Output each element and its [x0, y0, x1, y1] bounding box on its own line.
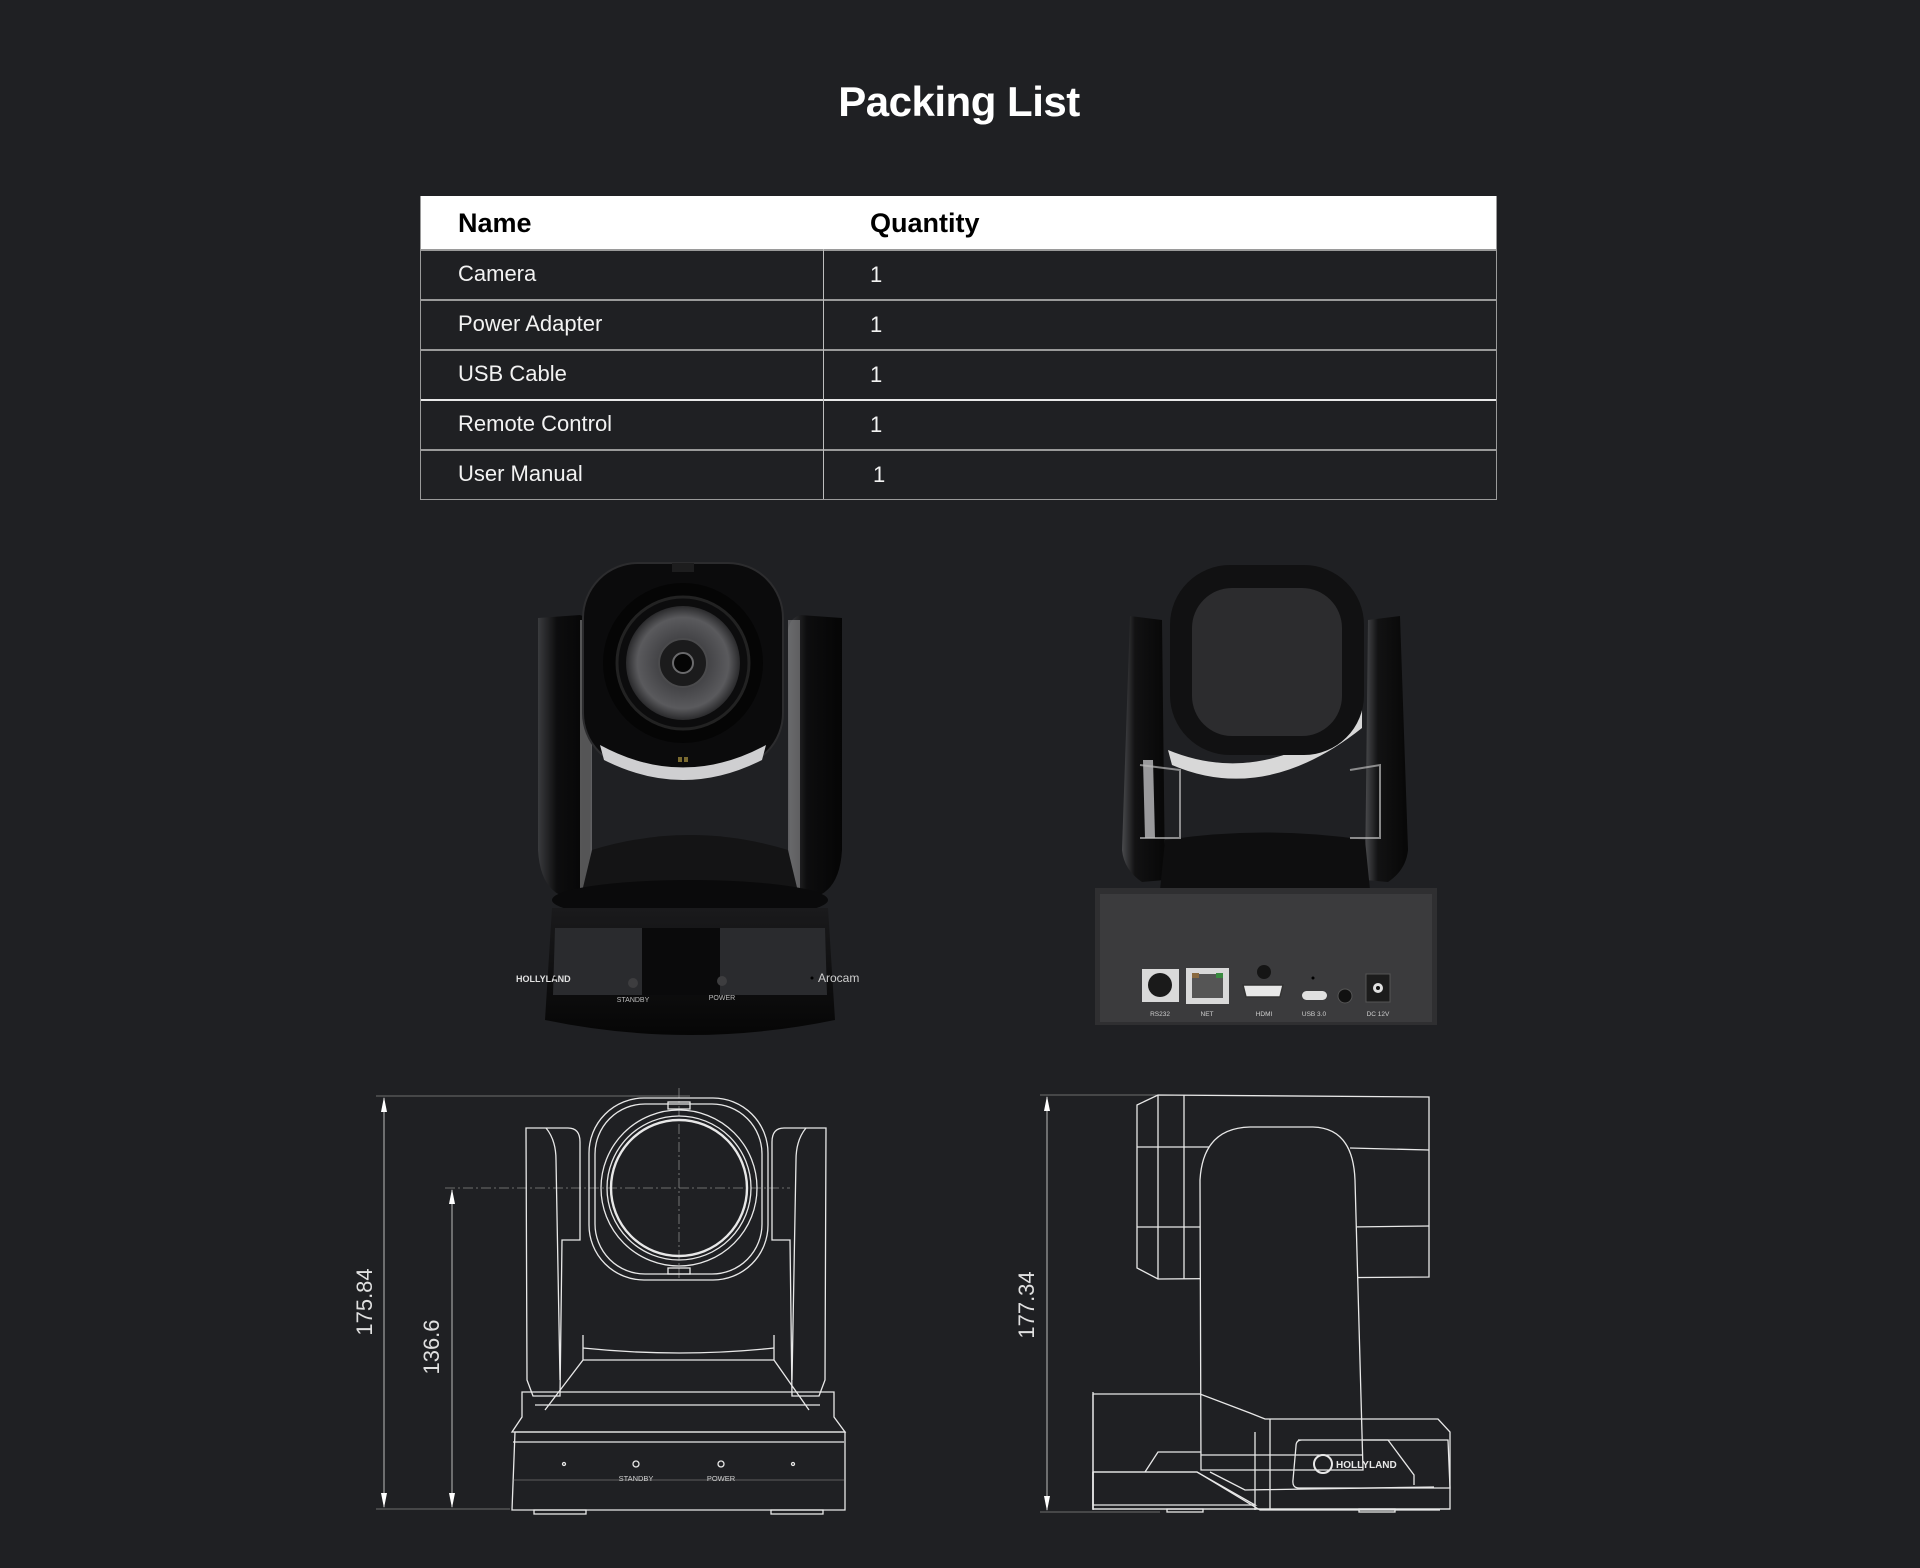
item-name: Remote Control	[458, 411, 613, 436]
item-name: Camera	[458, 261, 537, 286]
brand-label: HOLLYLAND	[1336, 1460, 1397, 1471]
column-divider	[823, 249, 824, 299]
packing-list-table: Name Quantity Camera 1 Power Adapter 1 U…	[420, 196, 1497, 500]
port-label: NET	[1201, 1011, 1214, 1018]
header-quantity: Quantity	[870, 208, 980, 238]
dimension-total-height: 175.84	[352, 1268, 377, 1335]
rear-ports: RS232 NET HDMI USB 3.0 DC 12V	[1142, 965, 1391, 1018]
table-row: User Manual 1	[421, 449, 1496, 499]
page-title: Packing List	[838, 78, 1080, 125]
item-name: USB Cable	[458, 361, 567, 386]
port-label: HDMI	[1256, 1011, 1273, 1018]
port-label: USB 3.0	[1302, 1011, 1327, 1018]
dimension-total-height: 177.34	[1014, 1271, 1039, 1338]
standby-label: STANDBY	[617, 997, 650, 1004]
column-divider	[823, 349, 824, 399]
camera-rear-photo: RS232 NET HDMI USB 3.0 DC 12V	[1095, 565, 1437, 1025]
power-label: POWER	[707, 1474, 736, 1483]
table-header: Name Quantity	[421, 196, 1496, 249]
camera-front-photo: STANDBY POWER HOLLYLAND Arocam	[516, 562, 859, 1035]
item-quantity: 1	[870, 412, 883, 437]
power-label: POWER	[709, 995, 735, 1002]
front-dimension-drawing: 175.84 136.6 STANDBY POWER	[352, 1088, 847, 1515]
column-divider	[823, 299, 824, 349]
standby-label: STANDBY	[619, 1474, 654, 1483]
table-row: Camera 1	[421, 249, 1496, 299]
item-name: User Manual	[458, 461, 583, 486]
port-label: DC 12V	[1367, 1011, 1390, 1018]
item-quantity: 1	[873, 462, 886, 487]
item-quantity: 1	[870, 262, 883, 287]
brand-label: HOLLYLAND	[516, 974, 571, 984]
item-quantity: 1	[870, 312, 883, 337]
item-quantity: 1	[870, 362, 883, 387]
column-divider	[823, 399, 824, 449]
table-row: Power Adapter 1	[421, 299, 1496, 349]
port-label: RS232	[1150, 1011, 1170, 1018]
header-name: Name	[458, 208, 532, 238]
side-dimension-drawing: 177.34 HOLLYLAND	[1014, 1094, 1451, 1513]
dimension-lens-height: 136.6	[419, 1319, 444, 1374]
table-row: Remote Control 1	[421, 399, 1496, 449]
table-row: USB Cable 1	[421, 349, 1496, 399]
model-label: Arocam	[818, 971, 859, 985]
column-divider	[823, 449, 824, 499]
item-name: Power Adapter	[458, 311, 603, 336]
